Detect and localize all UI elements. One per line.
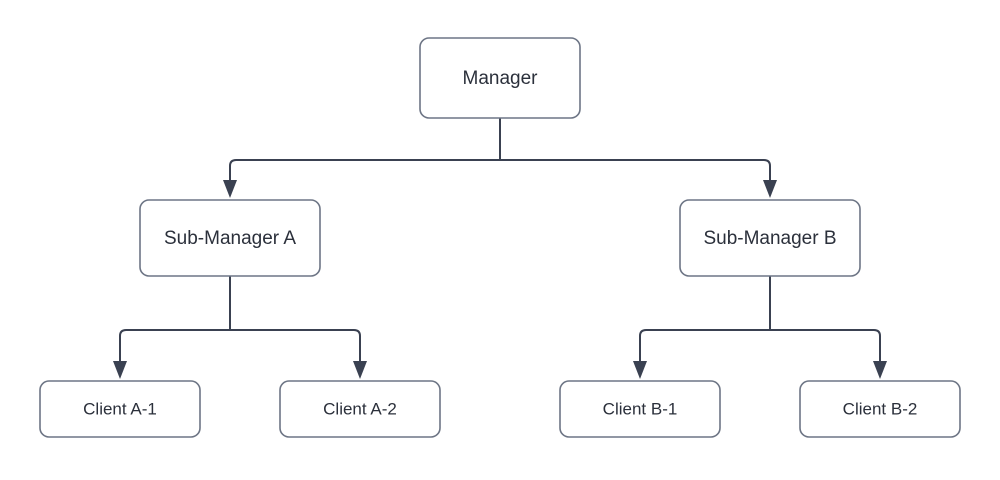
node-client-a-2-box[interactable] [279,380,441,438]
node-manager-label: Manager [463,68,539,89]
node-client-b-2[interactable]: Client B-2 [799,380,961,438]
node-sub-manager-b-label: Sub-Manager B [703,228,836,249]
connector-sub-manager-a-to-client-a-2 [230,329,361,362]
node-client-b-2-label: Client B-2 [843,399,918,418]
connector-manager-to-sub-manager-a [229,159,500,182]
node-client-a-1[interactable]: Client A-1 [39,380,201,438]
connector-sub-manager-b-to-client-b-1 [639,329,770,362]
connector-sub-manager-b-to-client-b-2 [770,329,881,362]
node-client-b-1-label: Client B-1 [603,399,678,418]
arrowhead-sub-manager-a-to-client-a-2 [353,361,367,379]
node-sub-manager-a-box[interactable] [139,199,321,277]
node-sub-manager-b[interactable]: Sub-Manager B [679,199,861,277]
node-client-b-1[interactable]: Client B-1 [559,380,721,438]
connector-group-sub-manager-a [113,276,367,379]
arrowhead-sub-manager-a-to-client-a-1 [113,361,127,379]
arrowhead-sub-manager-b-to-client-b-2 [873,361,887,379]
arrowhead-manager-to-sub-manager-a [223,180,237,198]
connector-manager-to-sub-manager-b [500,159,771,182]
arrowhead-sub-manager-b-to-client-b-1 [633,361,647,379]
node-sub-manager-a[interactable]: Sub-Manager A [139,199,321,277]
node-client-a-1-label: Client A-1 [83,399,157,418]
node-manager[interactable]: Manager [419,37,581,119]
connector-group-sub-manager-b [633,276,887,379]
node-sub-manager-b-box[interactable] [679,199,861,277]
node-manager-box[interactable] [419,37,581,119]
node-client-a-2-label: Client A-2 [323,399,397,418]
node-sub-manager-a-label: Sub-Manager A [164,228,296,249]
connector-group-level-0 [223,118,777,198]
node-client-a-1-box[interactable] [39,380,201,438]
node-client-a-2[interactable]: Client A-2 [279,380,441,438]
arrowhead-manager-to-sub-manager-b [763,180,777,198]
node-client-b-2-box[interactable] [799,380,961,438]
node-client-b-1-box[interactable] [559,380,721,438]
connector-sub-manager-a-to-client-a-1 [119,329,230,362]
